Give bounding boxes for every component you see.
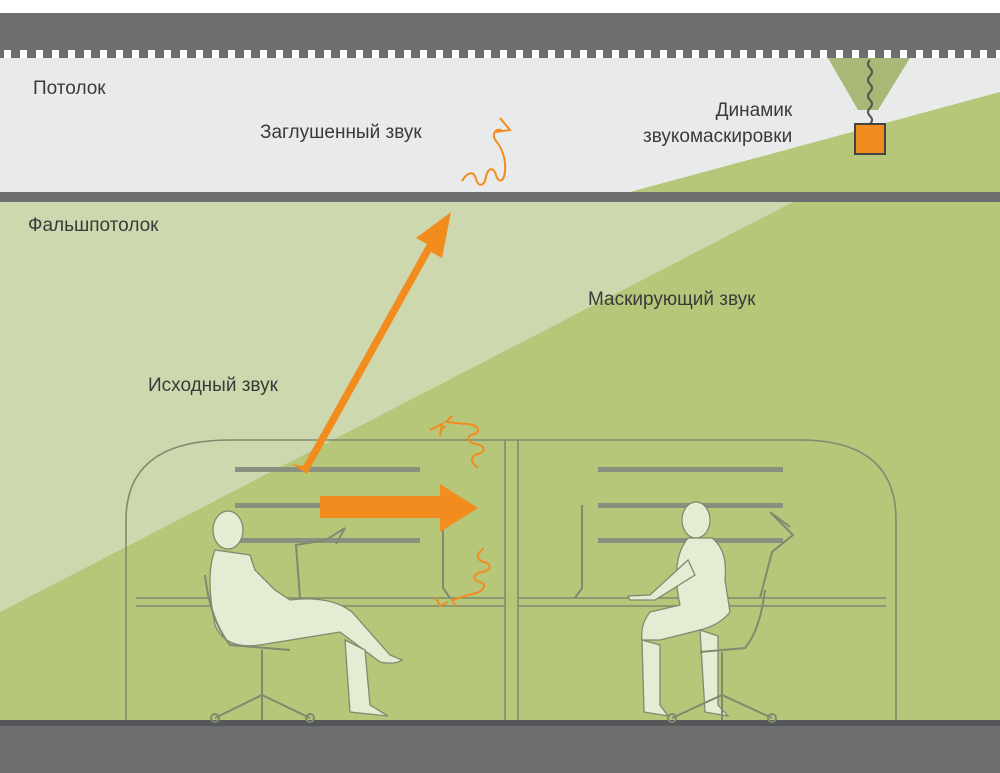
- ceiling-tooth: [308, 50, 315, 58]
- office-enclosure: [125, 439, 897, 720]
- ceiling-tooth: [260, 50, 267, 58]
- ceiling-tooth: [52, 50, 59, 58]
- ceiling-tooth: [740, 50, 747, 58]
- ceiling-tooth: [468, 50, 475, 58]
- ceiling-tooth: [196, 50, 203, 58]
- ceiling-tooth: [692, 50, 699, 58]
- source-sound-arrows: [292, 212, 478, 532]
- ceiling-tooth: [548, 50, 555, 58]
- ceiling-tooth: [868, 50, 875, 58]
- ceiling-tooth: [676, 50, 683, 58]
- ceiling-tooth: [916, 50, 923, 58]
- source-sound-up-arrow: [292, 212, 451, 474]
- ceiling-tooth: [164, 50, 171, 58]
- chair-left: [204, 574, 315, 723]
- ceiling-tooth: [404, 50, 411, 58]
- ceiling-tooth: [596, 50, 603, 58]
- ceiling-tooth: [564, 50, 571, 58]
- ceiling-tooth: [116, 50, 123, 58]
- ceiling-tooth: [4, 50, 11, 58]
- ceiling-tooth: [852, 50, 859, 58]
- ceiling-tooth: [516, 50, 523, 58]
- ceiling-tooth: [212, 50, 219, 58]
- ceiling-tooth: [772, 50, 779, 58]
- ceiling-tooth: [84, 50, 91, 58]
- ceiling-tooth: [132, 50, 139, 58]
- masking-sound-label: Маскирующий звук: [588, 289, 756, 310]
- floor-slab: [0, 720, 1000, 773]
- chair-right: [667, 589, 777, 723]
- ceiling-tooth: [836, 50, 843, 58]
- false-ceiling: [0, 192, 1000, 202]
- ceiling-tooth: [452, 50, 459, 58]
- ceiling-tooth: [36, 50, 43, 58]
- ceiling-tooth: [884, 50, 891, 58]
- ceiling-tooth: [804, 50, 811, 58]
- masking-speaker-label: Динамик звукомаскировки: [643, 98, 792, 149]
- ceiling-tooth: [964, 50, 971, 58]
- ceiling-label: Потолок: [33, 78, 106, 99]
- ceiling-tooth: [244, 50, 251, 58]
- ceiling-tooth: [420, 50, 427, 58]
- speaker-box: [854, 123, 886, 155]
- ceiling-tooth: [148, 50, 155, 58]
- ceiling-tooth: [980, 50, 987, 58]
- source-sound-label: Исходный звук: [148, 375, 278, 396]
- ceiling-tooth: [708, 50, 715, 58]
- ceiling-tooth: [324, 50, 331, 58]
- false-ceiling-label: Фальшпотолок: [28, 215, 159, 236]
- ceiling-tooth: [996, 50, 1000, 58]
- ceiling-tooth: [644, 50, 651, 58]
- ceiling-tooth: [580, 50, 587, 58]
- ceiling-tooth: [900, 50, 907, 58]
- ceiling-tooth: [788, 50, 795, 58]
- ceiling-tooth: [500, 50, 507, 58]
- ceiling-tooth: [628, 50, 635, 58]
- ceiling-tooth: [292, 50, 299, 58]
- ceiling-tooth: [276, 50, 283, 58]
- monitors: [442, 505, 583, 599]
- ceiling-tooth: [932, 50, 939, 58]
- ceiling-tooth: [100, 50, 107, 58]
- ceiling-tooth: [724, 50, 731, 58]
- ceiling-tooth: [612, 50, 619, 58]
- ceiling-slab: [0, 0, 1000, 58]
- ceiling-tooth: [948, 50, 955, 58]
- masking-sound-zone-plenum: [630, 92, 1000, 192]
- ceiling-tooth: [388, 50, 395, 58]
- ceiling-tooth: [436, 50, 443, 58]
- ceiling-tooth: [180, 50, 187, 58]
- ceiling-tooth: [660, 50, 667, 58]
- muffled-sound-label: Заглушенный звук: [260, 122, 422, 143]
- speaker-label-line2: звукомаскировки: [643, 125, 793, 147]
- muffled-sound-wave: [461, 117, 512, 186]
- reflected-sound-waves: [429, 415, 491, 608]
- ceiling-tooth: [372, 50, 379, 58]
- ceiling-tooth: [228, 50, 235, 58]
- ceiling-tooth: [756, 50, 763, 58]
- ceiling-tooth: [20, 50, 27, 58]
- ceiling-tooth: [484, 50, 491, 58]
- source-sound-right-arrow: [320, 484, 478, 532]
- ceiling-tooth: [820, 50, 827, 58]
- speaker-label-line1: Динамик: [715, 100, 793, 121]
- desk-lamps: [294, 511, 795, 599]
- ceiling-tooth: [532, 50, 539, 58]
- ceiling-tooth: [68, 50, 75, 58]
- ceiling-tooth: [356, 50, 363, 58]
- ceiling-tooth: [340, 50, 347, 58]
- speaker-hanger: [867, 59, 873, 125]
- person-left-silhouette: [209, 510, 404, 717]
